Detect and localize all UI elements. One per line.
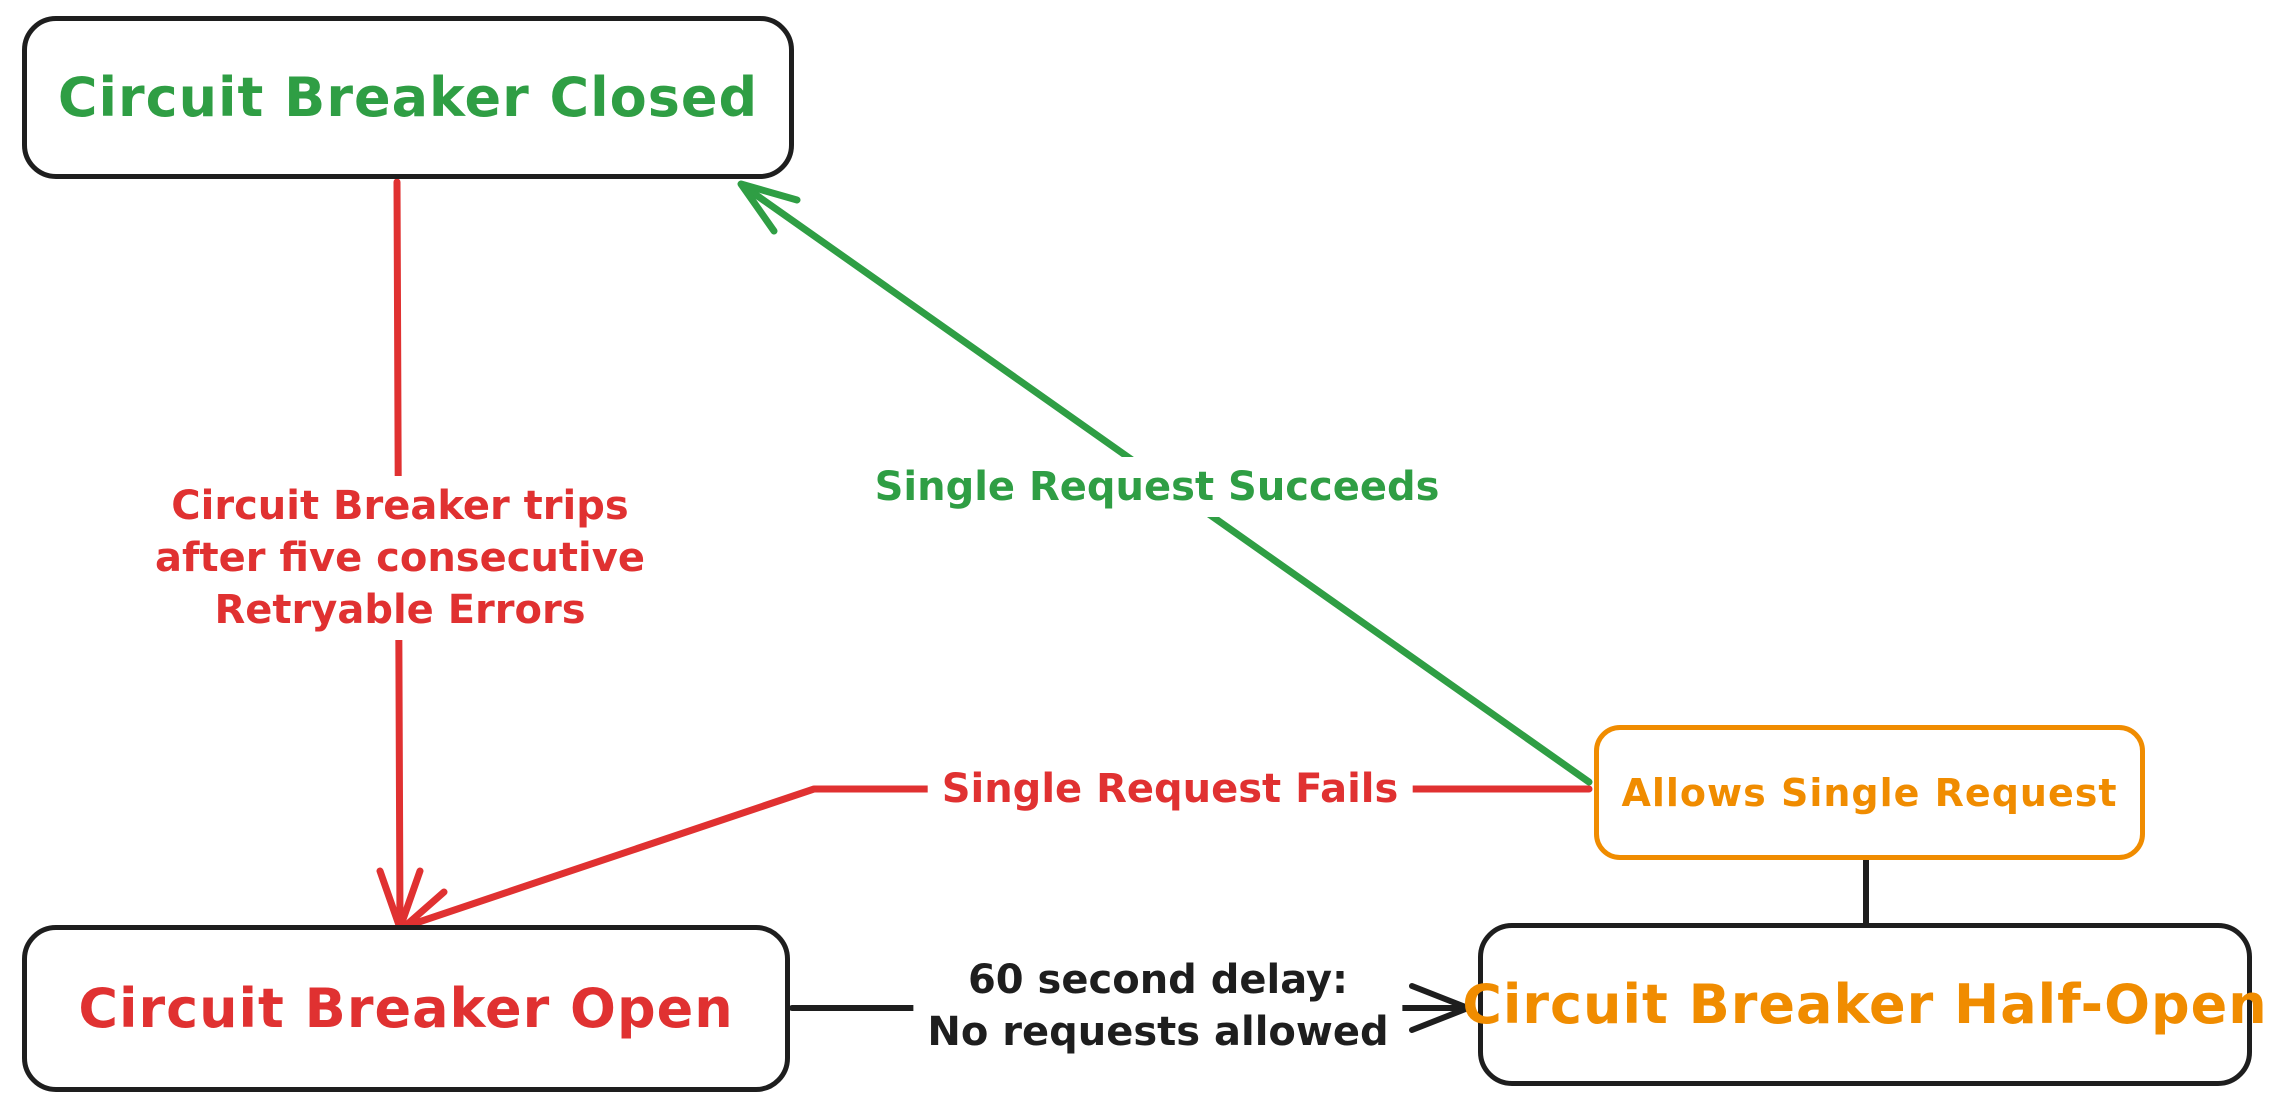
node-circuit-breaker-closed: Circuit Breaker Closed — [22, 16, 794, 179]
node-circuit-breaker-open: Circuit Breaker Open — [22, 925, 790, 1092]
node-closed-label: Circuit Breaker Closed — [57, 66, 759, 129]
node-open-label: Circuit Breaker Open — [78, 977, 734, 1040]
arrowhead-delay — [1409, 983, 1471, 1033]
node-circuit-breaker-half-open: Circuit Breaker Half-Open — [1462, 923, 2267, 1086]
arrowhead-succeeds — [737, 180, 801, 235]
node-allows-label: Allows Single Request — [1621, 770, 2118, 815]
edge-label-fails: Single Request Fails — [927, 759, 1413, 819]
edge-label-succeeds: Single Request Succeeds — [860, 457, 1454, 517]
node-allows-single-request: Allows Single Request — [1594, 725, 2145, 860]
edge-label-trips: Circuit Breaker trips after five consecu… — [141, 476, 659, 640]
edge-label-delay: 60 second delay: No requests allowed — [913, 950, 1403, 1062]
node-half-open-label: Circuit Breaker Half-Open — [1462, 973, 2268, 1036]
